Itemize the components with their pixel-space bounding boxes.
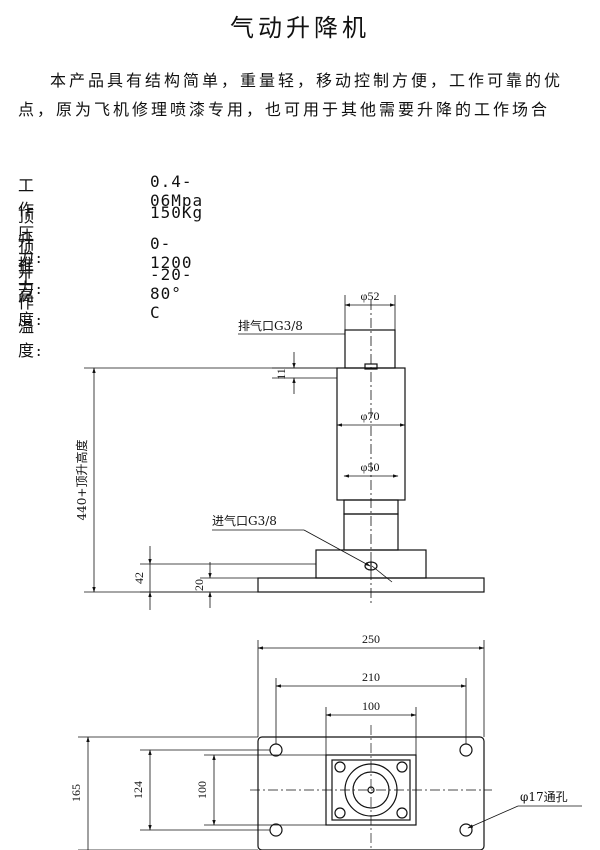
hole-label: φ17通孔 — [520, 790, 568, 804]
exhaust-port — [364, 363, 378, 370]
intro-paragraph: 本产品具有结构简单，重量轻，移动控制方便，工作可靠的优点，原为飞机修理喷漆专用，… — [18, 71, 564, 119]
side-dimensions — [84, 295, 406, 610]
dim-42: 42 — [132, 572, 146, 584]
base-plate-top — [257, 736, 485, 850]
dim-11: 11 — [274, 368, 288, 380]
dim-124: 124 — [131, 781, 145, 799]
dim-210: 210 — [362, 670, 380, 684]
exhaust-label: 排气口G3/8 — [238, 318, 303, 333]
bolt-hole — [334, 761, 346, 773]
bolt-hole — [396, 761, 408, 773]
spec-value: -20-80° C — [150, 265, 193, 322]
dim-d52: φ52 — [361, 289, 380, 303]
top-dimensions — [78, 640, 582, 850]
dim-d70: φ70 — [361, 409, 380, 423]
corner-hole — [459, 743, 473, 757]
dim-250: 250 — [362, 632, 380, 646]
spec-value: 150Kg — [150, 203, 204, 222]
dim-440: 440+顶升高度 — [74, 440, 89, 521]
corner-hole — [269, 743, 283, 757]
corner-hole — [459, 823, 473, 837]
dim-100-vertical: 100 — [195, 781, 209, 799]
spec-label: 顶升推力: — [18, 207, 44, 298]
dim-100-horizontal: 100 — [362, 699, 380, 713]
top-view — [250, 725, 492, 850]
corner-hole — [269, 823, 283, 837]
piston-rod — [344, 329, 396, 369]
base-plate — [257, 577, 485, 593]
dim-20: 20 — [192, 579, 206, 591]
spec-label: 顶升高度: — [18, 238, 44, 329]
inlet-label: 进气口G3/8 — [212, 513, 277, 528]
page-title: 气动升降机 — [230, 14, 370, 42]
side-view — [257, 300, 485, 605]
spec-label: 工作温度: — [18, 269, 44, 360]
spec-value: 0-1200 — [150, 234, 193, 272]
dim-d50: φ50 — [361, 460, 380, 474]
bolt-hole — [334, 807, 346, 819]
bolt-hole — [396, 807, 408, 819]
spec-label: 工作压力: — [18, 176, 44, 267]
dim-165: 165 — [69, 784, 83, 802]
spec-value: 0.4-06Mpa — [150, 172, 204, 210]
